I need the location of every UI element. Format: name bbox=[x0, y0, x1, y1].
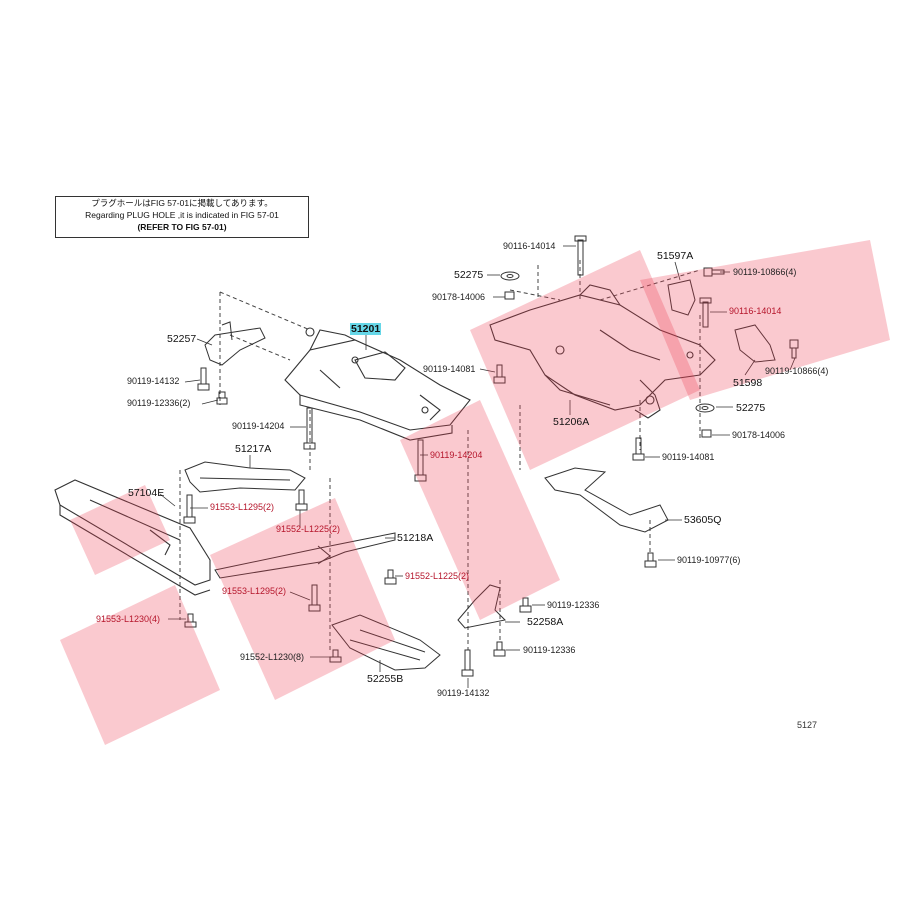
part-label-51597A[interactable]: 51597A bbox=[657, 250, 694, 262]
bracket-52257 bbox=[204, 321, 266, 366]
part-label-91552-L1225[interactable]: 91552-L1225(2) bbox=[276, 524, 341, 534]
bolt-icon bbox=[519, 597, 532, 613]
bolt-icon bbox=[789, 339, 799, 359]
bolt-icon bbox=[699, 297, 712, 328]
reference-note: プラグホールはFIG 57-01に掲載してあります。 Regarding PLU… bbox=[55, 196, 309, 238]
brace-51218A bbox=[214, 532, 396, 579]
part-label-51206A[interactable]: 51206A bbox=[553, 416, 590, 428]
part-label-52275[interactable]: 52275 bbox=[736, 402, 766, 414]
part-label-90119-10977[interactable]: 90119-10977(6) bbox=[677, 555, 741, 565]
part-label-90178-14006[interactable]: 90178-14006 bbox=[432, 292, 486, 302]
part-label-91553-L1295[interactable]: 91553-L1295(2) bbox=[222, 586, 287, 596]
bolt-icon bbox=[216, 391, 228, 405]
part-label-90119-14204[interactable]: 90119-14204 bbox=[430, 450, 483, 460]
bolt-icon bbox=[384, 569, 397, 585]
part-label-90119-12336[interactable]: 90119-12336 bbox=[547, 600, 600, 610]
bracket-51217A bbox=[184, 461, 306, 493]
bolt-icon bbox=[183, 494, 196, 524]
bolt-icon bbox=[493, 364, 506, 384]
bolt-icon bbox=[295, 489, 308, 511]
part-label-90119-14081[interactable]: 90119-14081 bbox=[423, 364, 476, 374]
part-label-52258A[interactable]: 52258A bbox=[527, 616, 564, 628]
label-leaders bbox=[159, 245, 796, 688]
bolts bbox=[183, 235, 799, 677]
bolt-icon bbox=[303, 407, 316, 450]
part-label-90119-12336[interactable]: 90119-12336(2) bbox=[127, 398, 191, 408]
bolt-icon bbox=[184, 613, 197, 628]
nut-icon bbox=[504, 291, 515, 300]
part-label-90119-10866[interactable]: 90119-10866(4) bbox=[733, 267, 797, 277]
bolt-icon bbox=[644, 552, 657, 568]
page-code: 5127 bbox=[797, 720, 818, 730]
part-label-52257[interactable]: 52257 bbox=[167, 333, 197, 345]
bracket-52258A bbox=[457, 584, 507, 629]
bracket-51598 bbox=[734, 324, 776, 363]
washer-icon bbox=[500, 271, 520, 281]
note-line-en: Regarding PLUG HOLE ,it is indicated in … bbox=[85, 210, 279, 220]
nut-icon bbox=[701, 429, 712, 438]
subframe-51201 bbox=[284, 327, 471, 441]
part-label-90116-14014[interactable]: 90116-14014 bbox=[729, 306, 782, 316]
part-label-90119-10866[interactable]: 90119-10866(4) bbox=[765, 366, 829, 376]
part-label-90119-14204[interactable]: 90119-14204 bbox=[232, 421, 285, 431]
bracket-51597A bbox=[667, 279, 696, 316]
part-label-57104E[interactable]: 57104E bbox=[128, 487, 165, 499]
note-line-ref: (REFER TO FIG 57-01) bbox=[137, 222, 227, 232]
part-label-51598[interactable]: 51598 bbox=[733, 377, 763, 389]
leader-lines bbox=[179, 260, 701, 650]
part-label-91553-L1230[interactable]: 91553-L1230(4) bbox=[96, 614, 161, 624]
part-label-90119-14081[interactable]: 90119-14081 bbox=[662, 452, 715, 462]
subframe-51206A bbox=[489, 284, 716, 419]
note-line-jp: プラグホールはFIG 57-01に掲載してあります。 bbox=[91, 198, 273, 208]
part-label-53605Q[interactable]: 53605Q bbox=[684, 514, 722, 526]
part-label-51218A[interactable]: 51218A bbox=[397, 532, 434, 544]
bolt-icon bbox=[632, 437, 645, 461]
part-label-91552-L1225[interactable]: 91552-L1225(2) bbox=[405, 571, 470, 581]
part-label-90119-14132[interactable]: 90119-14132 bbox=[437, 688, 490, 698]
part-label-52255B[interactable]: 52255B bbox=[367, 673, 404, 685]
part-label-91553-L1295[interactable]: 91553-L1295(2) bbox=[210, 502, 275, 512]
cover-52255B bbox=[331, 614, 441, 671]
bolt-icon bbox=[197, 367, 210, 391]
bolt-icon bbox=[461, 649, 474, 677]
part-label-51217A[interactable]: 51217A bbox=[235, 443, 272, 455]
part-label-91552-L1230[interactable]: 91552-L1230(8) bbox=[240, 652, 305, 662]
bolt-icon bbox=[493, 641, 506, 657]
bolt-icon bbox=[414, 439, 427, 482]
watermark bbox=[60, 240, 890, 745]
part-label-51201[interactable]: 51201 bbox=[350, 323, 382, 335]
member-53605Q bbox=[544, 467, 669, 533]
part-label-90116-14014[interactable]: 90116-14014 bbox=[503, 241, 556, 251]
washer-icon bbox=[695, 403, 715, 413]
part-label-90119-12336[interactable]: 90119-12336 bbox=[523, 645, 576, 655]
bolt-icon bbox=[574, 235, 587, 276]
bolt-icon bbox=[308, 584, 321, 612]
part-label-90119-14132[interactable]: 90119-14132 bbox=[127, 376, 180, 386]
crossmember-57104E bbox=[54, 479, 211, 596]
bolt-icon bbox=[329, 649, 342, 663]
part-label-52275[interactable]: 52275 bbox=[454, 269, 484, 281]
part-label-90178-14006[interactable]: 90178-14006 bbox=[732, 430, 786, 440]
